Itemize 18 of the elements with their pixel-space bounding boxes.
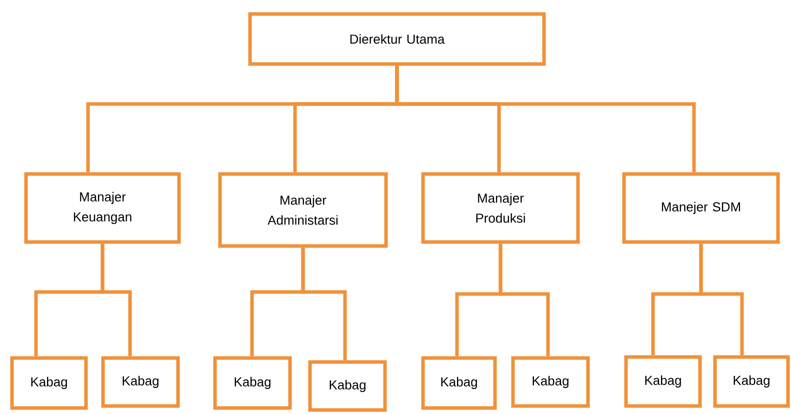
org-box: Kabag: [511, 356, 590, 408]
org-box: Kabag: [10, 356, 88, 410]
connector: [301, 248, 347, 360]
org-box: Kabag: [713, 355, 790, 408]
connector: [395, 66, 696, 172]
connector: [498, 244, 550, 356]
org-box: Kabag: [101, 356, 180, 408]
org-box: Manajer Keuangan: [24, 172, 181, 244]
org-box: Kabag: [213, 356, 292, 410]
org-box: Manajer Administarsi: [218, 172, 388, 248]
org-box: Dierektur Utama: [248, 12, 546, 66]
connector: [100, 244, 132, 356]
org-box: Kabag: [624, 355, 702, 408]
org-box: Kabag: [308, 360, 387, 412]
org-box: Kabag: [421, 356, 497, 410]
org-box: Manajer Produksi: [421, 172, 580, 244]
org-box: Manejer SDM: [622, 172, 780, 244]
connector: [699, 244, 744, 356]
